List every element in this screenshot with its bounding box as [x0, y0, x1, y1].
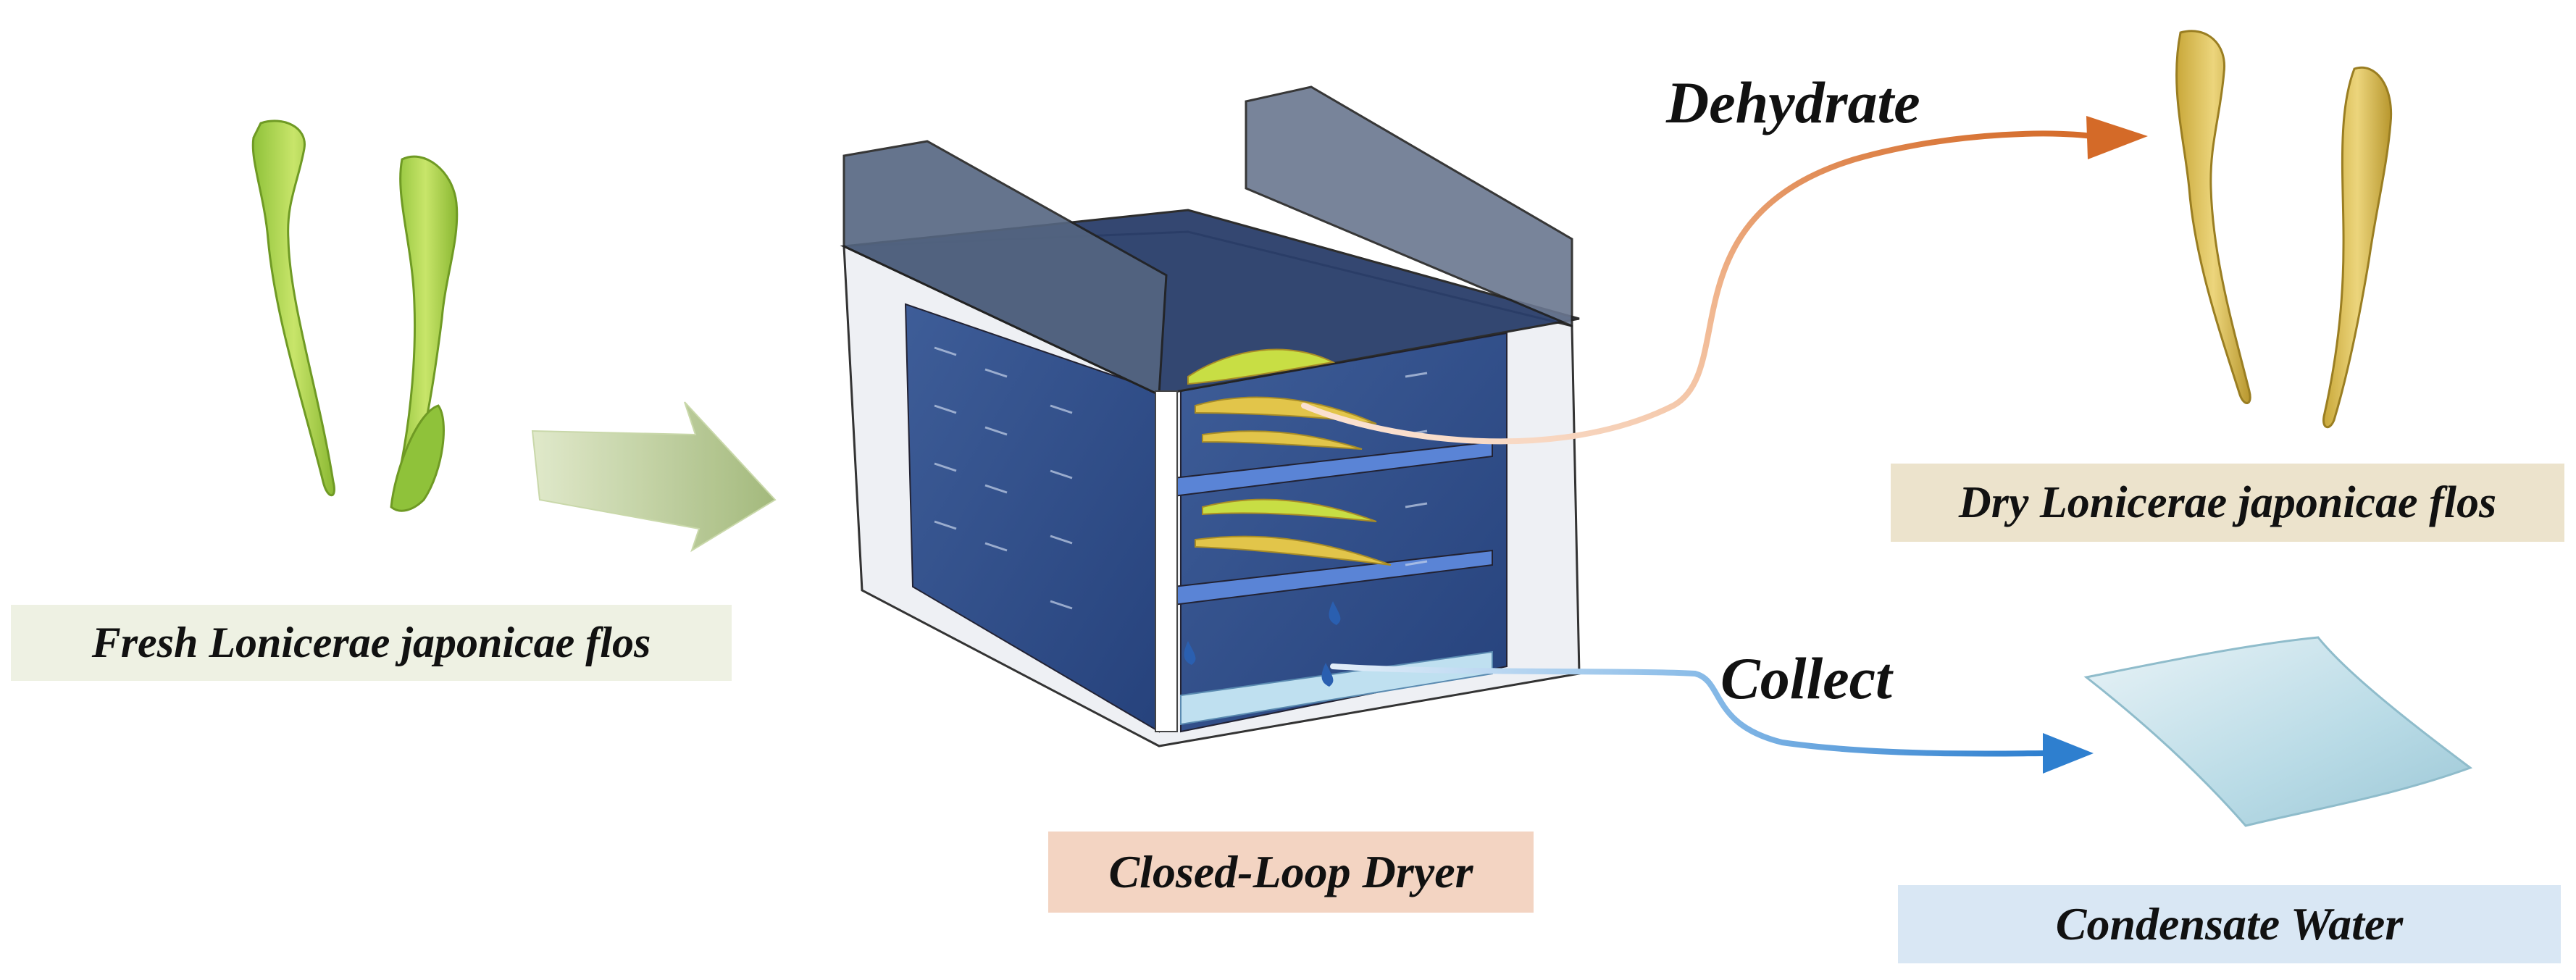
condensate-water-icon	[2083, 636, 2473, 827]
dehydrate-label: Dehydrate	[1666, 70, 1920, 135]
condensate-water-label: Condensate Water	[1898, 885, 2561, 963]
collect-label: Collect	[1720, 645, 1892, 711]
input-arrow-icon	[531, 401, 777, 553]
closed-loop-dryer-illustration	[840, 85, 1581, 747]
dry-flowers-icon	[2175, 30, 2393, 428]
dehydrate-arrow-icon	[1301, 116, 2148, 445]
dry-flower-label: Dry Lonicerae japonicae flos	[1891, 464, 2564, 542]
fresh-flower-label: Fresh Lonicerae japonicae flos	[11, 605, 732, 681]
collect-arrow-icon	[1330, 663, 2094, 774]
dryer-label: Closed-Loop Dryer	[1048, 832, 1534, 913]
fresh-flowers-icon	[251, 120, 459, 512]
